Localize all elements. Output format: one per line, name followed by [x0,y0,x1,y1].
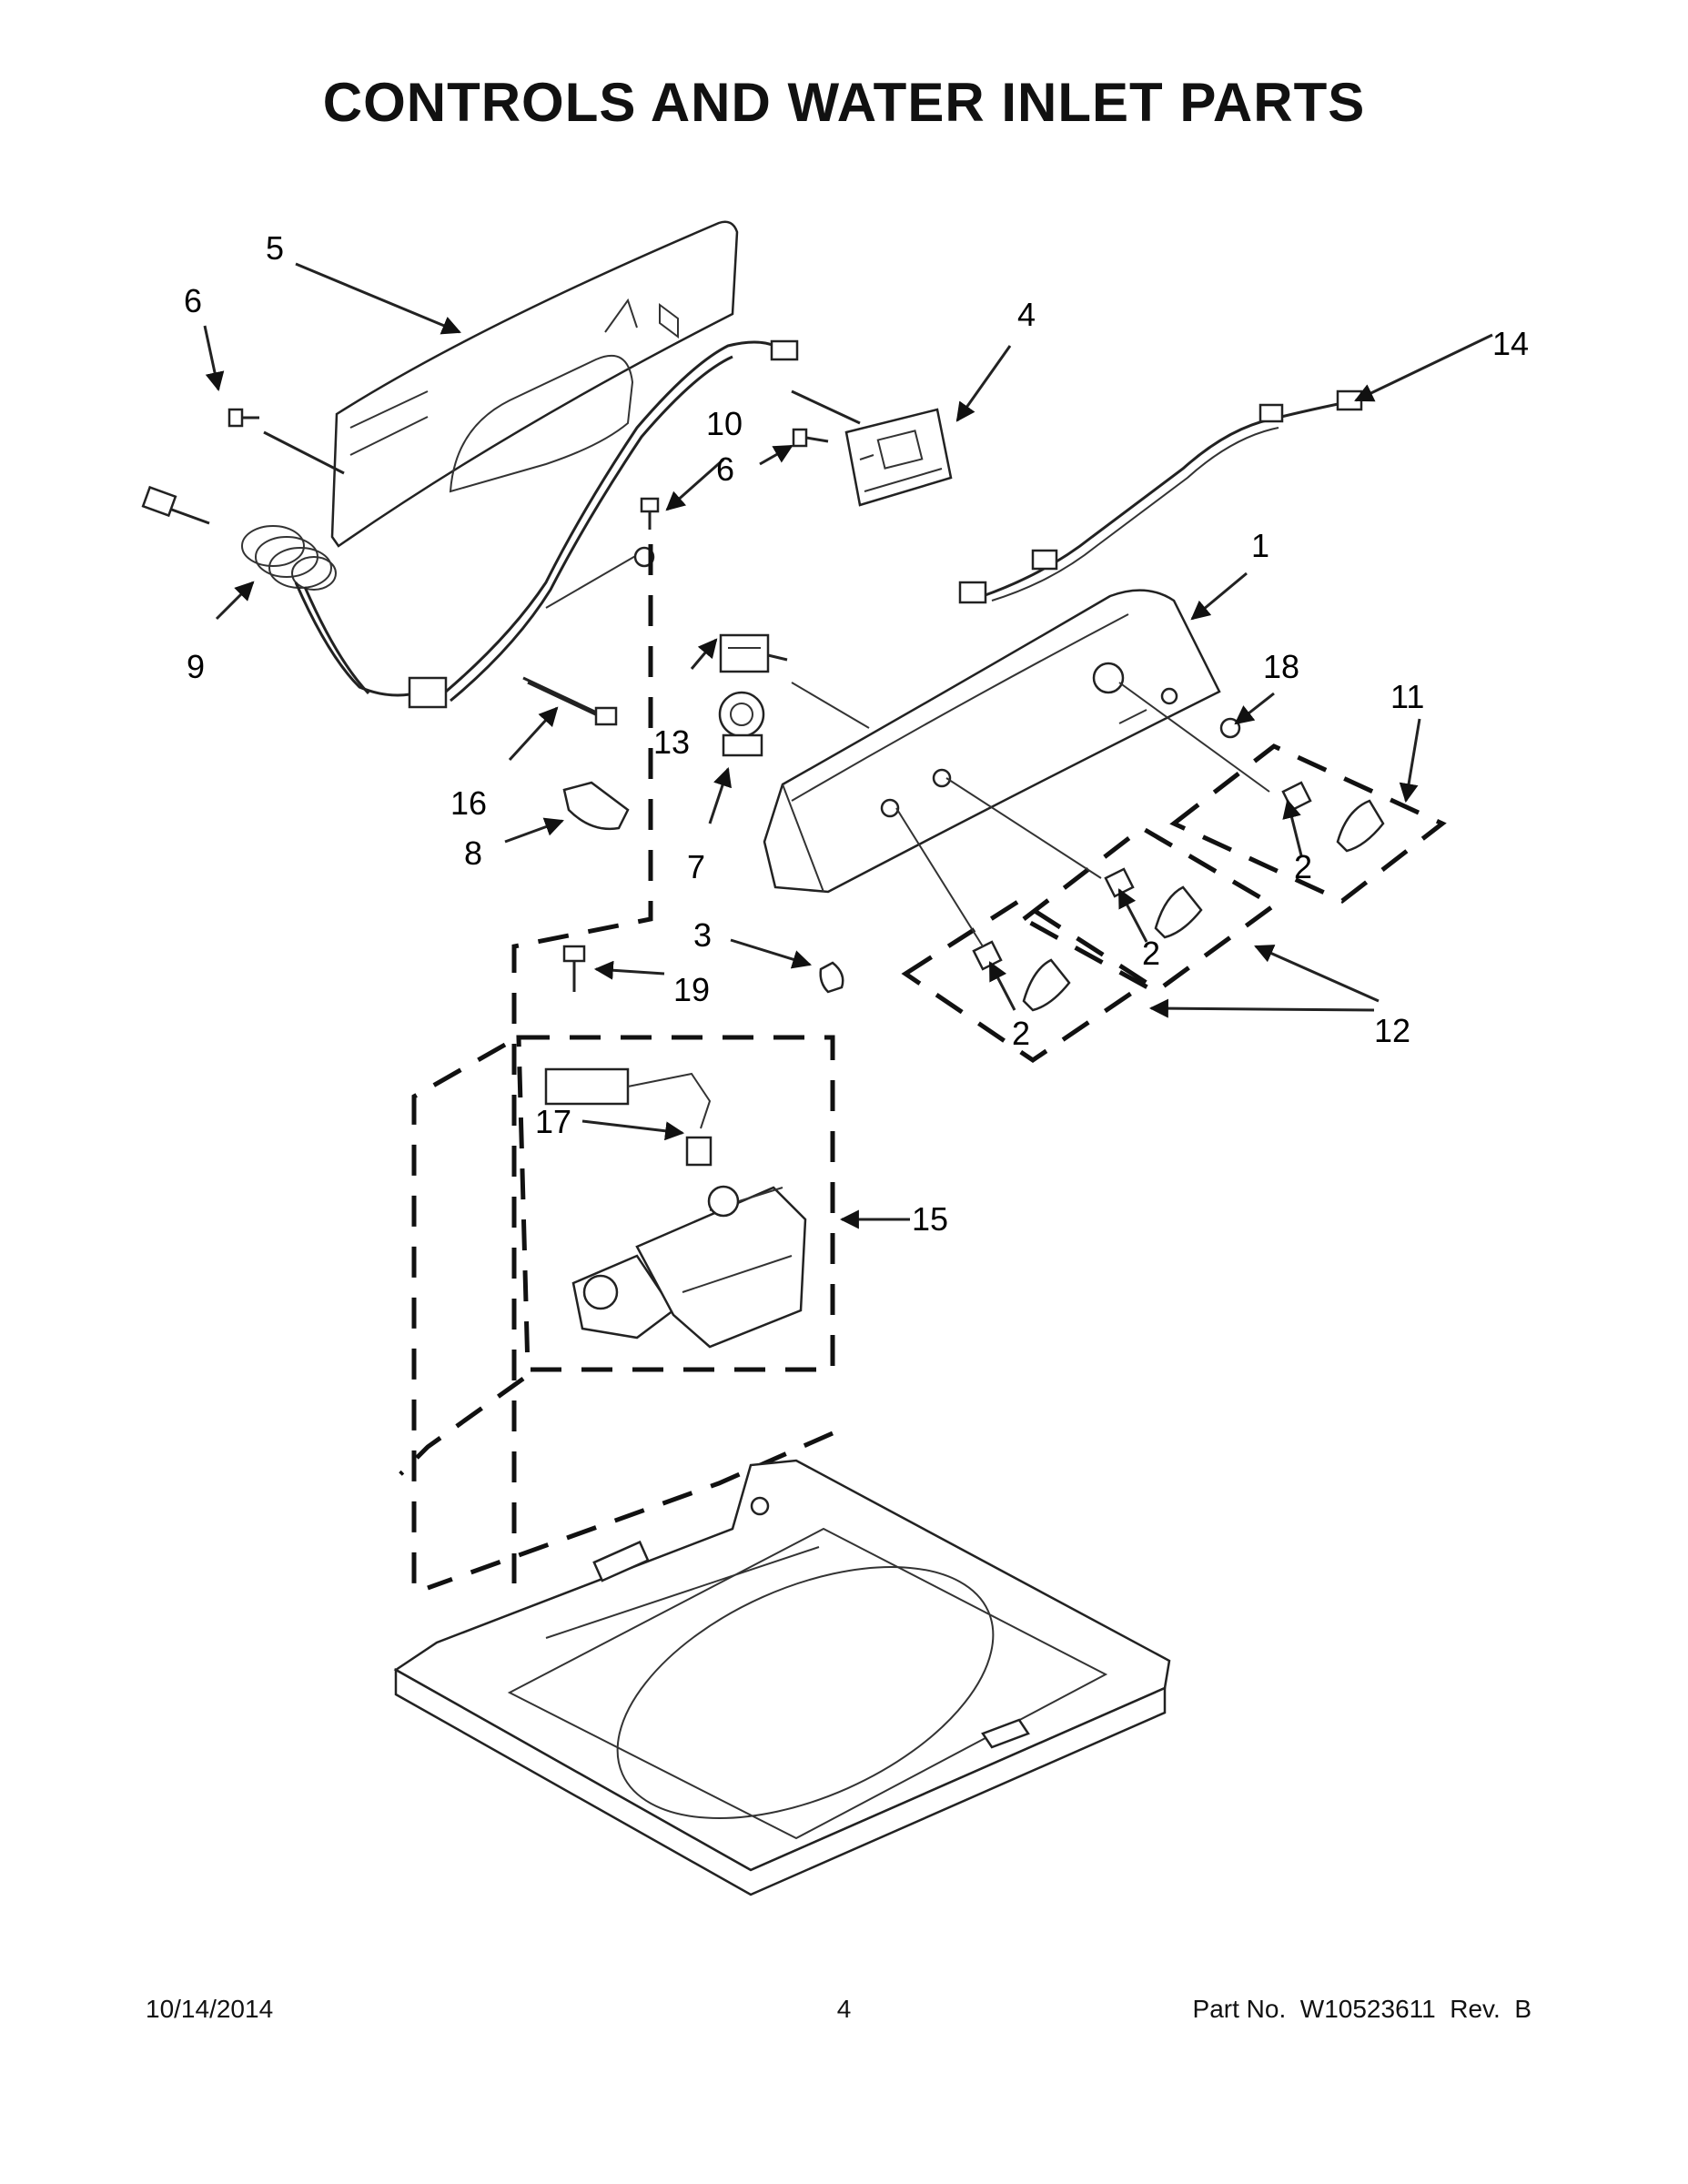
callout-8: 8 [464,834,482,872]
power-cord [141,339,799,709]
callout-6: 6 [184,282,202,319]
screw-control-board [792,428,829,448]
callout-9: 9 [187,648,205,685]
screw-lower [562,945,586,992]
callout-13: 13 [653,723,690,761]
callout-17: 17 [535,1103,571,1140]
callout-10: 10 [706,405,743,442]
callout-3: 3 [693,916,712,954]
knob-assembly-12-left [901,898,1151,1064]
cable-tie [522,676,618,726]
page-title: CONTROLS AND WATER INLET PARTS [322,72,1366,133]
callout-7: 7 [687,848,705,885]
callout-19: 19 [673,971,710,1008]
callout-14: 14 [1492,325,1529,362]
callout-1: 1 [1251,527,1269,564]
callout-11: 11 [1390,678,1424,715]
callout-2: 2 [1142,935,1160,972]
knob-assembly-12-center [1019,824,1279,995]
footer-page-number: 4 [836,1995,852,2023]
callout-4: 4 [1017,296,1036,333]
footer-part-number: Part No. W10523611 Rev. B [1192,1995,1531,2023]
dial-assembly [718,691,765,757]
callout-16: 16 [450,784,487,822]
washer-top [393,1459,1171,1896]
control-board [844,408,953,507]
callout-6: 6 [716,450,734,488]
callout-2: 2 [1012,1015,1030,1052]
callout-2: 2 [1294,848,1312,885]
wire-harness [958,389,1363,604]
callout-18: 18 [1263,648,1299,685]
callout-12: 12 [1374,1012,1410,1049]
pressure-switch [719,633,788,673]
water-inlet-box [516,1035,835,1372]
ground-screw [640,497,660,530]
harness-clip [562,781,630,831]
footer-date: 10/14/2014 [146,1995,274,2023]
callout-15: 15 [912,1200,948,1238]
console [763,589,1221,894]
callout-5: 5 [266,229,284,267]
console-back-panel [330,220,739,548]
console-clip [819,961,844,994]
screw-upper-left [227,408,259,428]
